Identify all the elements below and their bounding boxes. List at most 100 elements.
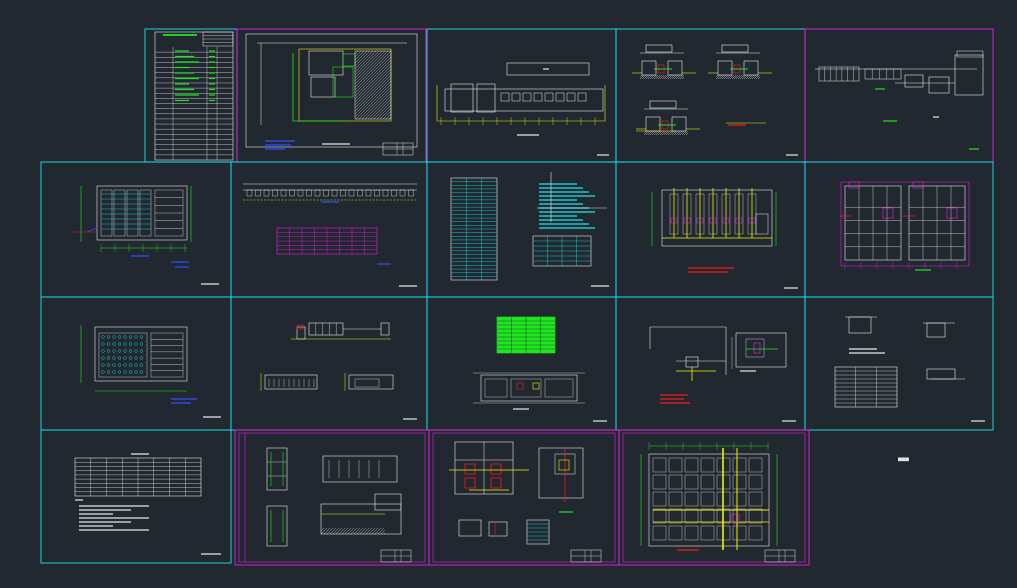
drawing-sheet-s15[interactable] — [804, 296, 994, 431]
cad-line — [645, 74, 651, 80]
cad-line — [655, 130, 661, 136]
cad-line — [723, 74, 729, 80]
cad-rect — [685, 356, 699, 368]
drawing-sheet-s14[interactable] — [615, 296, 806, 431]
sheet-frame — [618, 429, 810, 566]
cad-circle — [123, 349, 127, 353]
cad-rect — [732, 525, 747, 541]
cad-circle — [117, 370, 122, 374]
cad-rect — [882, 207, 894, 219]
drawing-sheet-s07[interactable] — [230, 161, 428, 298]
cad-rect — [735, 332, 787, 368]
cad-line — [639, 74, 645, 80]
cad-circle — [106, 342, 111, 346]
cad-line — [350, 527, 358, 535]
cad-rect — [308, 322, 344, 336]
cad-circle — [106, 349, 111, 353]
cad-line — [358, 86, 392, 120]
cad-line — [370, 98, 392, 120]
cad-rect — [399, 189, 406, 197]
drawing-sheet-s19[interactable] — [618, 429, 810, 566]
cad-rect — [684, 508, 699, 524]
sheet-frame — [40, 429, 232, 564]
cad-line — [649, 74, 655, 80]
cad-rect — [748, 457, 763, 473]
cad-line — [356, 527, 364, 535]
cad-line — [745, 74, 751, 80]
drawing-sheet-s11[interactable] — [40, 296, 232, 431]
cad-line — [329, 527, 337, 535]
cad-circle — [112, 349, 116, 353]
cad-line — [669, 74, 675, 80]
cad-rect — [649, 100, 677, 109]
cad-rect — [722, 217, 730, 224]
cad-line — [653, 74, 659, 80]
cad-line — [675, 130, 681, 136]
cad-circle — [139, 342, 144, 346]
drawing-sheet-s16[interactable] — [40, 429, 232, 564]
sheet-frame — [234, 429, 430, 566]
cad-line — [362, 527, 370, 535]
drawing-sheet-s10[interactable] — [804, 161, 994, 298]
cad-line — [677, 130, 683, 136]
cad-rect — [374, 493, 402, 511]
cad-line — [667, 74, 673, 80]
cad-rect — [323, 189, 329, 197]
cad-circle — [123, 342, 127, 346]
cad-line — [685, 132, 689, 136]
cad-rect — [331, 189, 338, 197]
cad-line — [665, 74, 671, 80]
drawing-sheet-s05[interactable] — [804, 28, 994, 163]
cad-line — [367, 95, 392, 120]
cad-line — [655, 74, 661, 80]
cad-line — [673, 74, 679, 80]
cad-line — [335, 527, 343, 535]
cad-rect — [652, 491, 667, 507]
sheet-frame — [40, 161, 232, 298]
cad-line — [727, 74, 733, 80]
cad-rect — [904, 74, 924, 88]
cad-rect — [510, 378, 542, 398]
cad-rect — [700, 457, 715, 473]
cad-line — [354, 71, 392, 109]
cad-rect — [365, 189, 372, 197]
cad-line — [651, 130, 657, 136]
sheet-frame — [426, 161, 617, 298]
cad-circle — [112, 363, 116, 367]
cad-rect — [755, 213, 769, 235]
drawing-sheet-s02[interactable] — [236, 28, 427, 163]
cad-line — [755, 74, 761, 80]
drawing-sheet-s17[interactable] — [234, 429, 430, 566]
cad-line — [371, 527, 379, 535]
cad-line — [354, 50, 377, 73]
cad-rect — [641, 60, 657, 76]
sheet-frame — [426, 28, 617, 163]
cad-rect — [280, 189, 287, 197]
cad-rect — [357, 189, 363, 197]
drawing-sheet-s06[interactable] — [40, 161, 232, 298]
cad-rect — [266, 505, 288, 547]
drawing-sheet-s08[interactable] — [426, 161, 617, 298]
cad-rect — [320, 503, 402, 535]
cad-rect — [340, 189, 346, 197]
drawing-sheet-s12[interactable] — [230, 296, 428, 431]
drawing-sheet-s03[interactable] — [426, 28, 617, 163]
drawing-sheet-s18[interactable] — [428, 429, 620, 566]
drawing-sheet-s01[interactable] — [144, 28, 238, 163]
cad-line — [320, 527, 328, 535]
drawing-sheet-s09[interactable] — [615, 161, 806, 298]
cad-rect — [748, 525, 763, 541]
cad-rect — [661, 120, 669, 130]
drawing-sheet-s13[interactable] — [426, 296, 617, 431]
cad-rect — [296, 324, 304, 330]
cad-circle — [101, 356, 105, 360]
cad-rect — [671, 116, 687, 132]
cad-rect — [342, 53, 356, 67]
cad-rect — [544, 378, 574, 398]
drawing-sheet-s04[interactable] — [615, 28, 806, 163]
cad-rect — [743, 60, 759, 76]
cad-line — [643, 130, 647, 134]
cad-line — [374, 527, 382, 535]
cad-rect — [100, 189, 113, 237]
cad-line — [647, 130, 653, 136]
